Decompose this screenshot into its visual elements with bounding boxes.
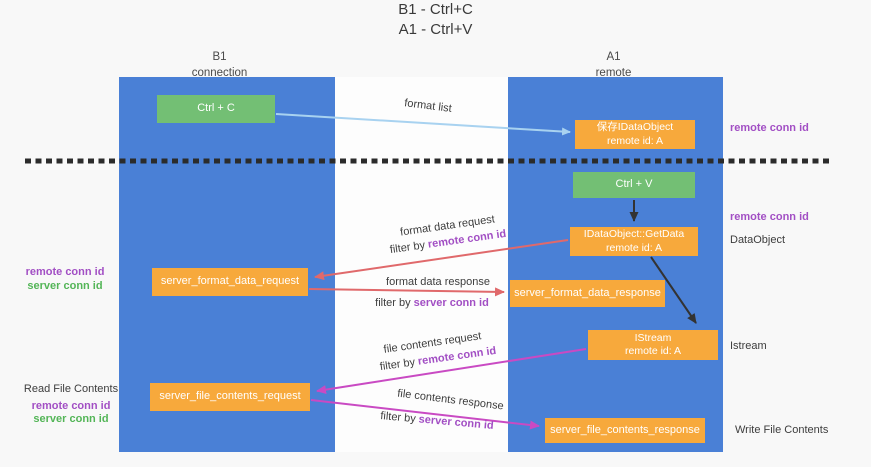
lifeline-header-a1: A1 remote: [506, 50, 721, 81]
node-format-response-label: server_format_data_response: [514, 286, 661, 299]
label-server-conn-id-left-2: server conn id: [33, 413, 109, 425]
label-format-data-response: format data response: [386, 276, 490, 288]
node-server-file-contents-request: server_file_contents_request: [150, 383, 310, 411]
node-istream-line1: IStream: [634, 331, 672, 344]
lifeline-a1-name: A1: [606, 51, 621, 63]
lifeline-a1-role: remote: [595, 66, 632, 79]
label-read-file-contents: Read File Contents: [23, 383, 119, 395]
lifeline-b1-role: connection: [191, 66, 248, 79]
node-istream: IStream remote id: A: [588, 330, 718, 360]
filter-by-text: filter by: [375, 297, 411, 309]
title-line-1: B1 - Ctrl+C: [398, 1, 473, 18]
node-server-format-data-response: server_format_data_response: [510, 280, 665, 307]
node-save-idataobject-line1: 保存IDataObject: [596, 121, 674, 134]
node-ctrl-c-label: Ctrl + C: [197, 102, 235, 115]
node-istream-line2: remote id: A: [624, 345, 682, 357]
label-write-file-contents: Write File Contents: [735, 424, 829, 436]
node-format-request-label: server_format_data_request: [160, 275, 300, 288]
diagram-title: B1 - Ctrl+C A1 - Ctrl+V: [0, 0, 871, 39]
label-istream: Istream: [730, 340, 767, 352]
node-ctrl-v: Ctrl + V: [573, 172, 695, 198]
label-remote-conn-id-left-2: remote conn id: [31, 400, 111, 412]
label-remote-conn-id-mid-right: remote conn id: [730, 211, 809, 223]
title-line-2: A1 - Ctrl+V: [398, 20, 473, 38]
node-file-response-label: server_file_contents_response: [550, 423, 700, 436]
server-conn-id-text: server conn id: [413, 297, 489, 309]
node-server-format-data-request: server_format_data_request: [152, 268, 308, 296]
node-file-request-label: server_file_contents_request: [159, 390, 301, 403]
node-ctrl-v-label: Ctrl + V: [615, 178, 653, 191]
node-ctrl-c: Ctrl + C: [157, 95, 275, 123]
node-getdata-line2: remote id: A: [605, 241, 663, 254]
lifeline-header-b1: B1 connection: [112, 50, 327, 81]
label-dataobject: DataObject: [730, 234, 786, 246]
node-save-idataobject-line2: remote id: A: [606, 134, 664, 147]
node-server-file-contents-response: server_file_contents_response: [545, 418, 705, 443]
label-server-conn-id-left-1: server conn id: [27, 280, 103, 292]
label-remote-conn-id-left-1: remote conn id: [25, 266, 105, 278]
label-remote-conn-id-top-right: remote conn id: [730, 122, 809, 134]
node-getdata-line1: IDataObject::GetData: [583, 228, 685, 241]
node-idataobject-getdata: IDataObject::GetData remote id: A: [570, 227, 698, 256]
node-save-idataobject: 保存IDataObject remote id: A: [575, 120, 695, 149]
lifeline-b1-name: B1: [212, 51, 227, 63]
